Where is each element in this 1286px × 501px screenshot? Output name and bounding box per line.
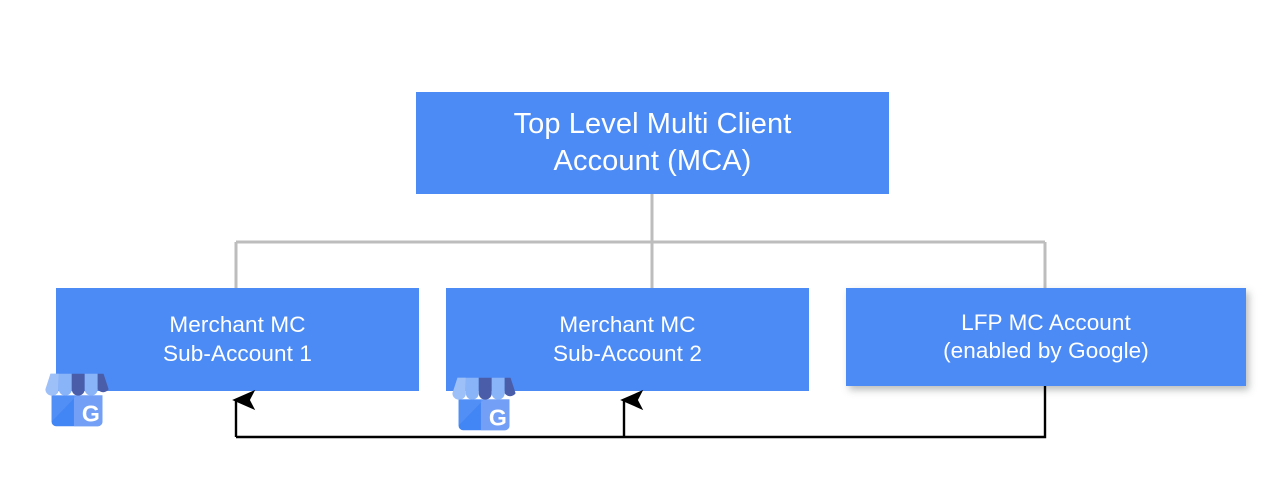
flow-path-lfp-to-bus	[236, 386, 1047, 439]
gbp-storefront-body-diagonal	[51, 395, 77, 422]
node-merchant-mc-sub-account-2[interactable]: Merchant MC Sub-Account 2	[446, 288, 809, 391]
google-business-profile-icon: G	[452, 377, 516, 431]
node-merchant-mc-sub-account-1[interactable]: Merchant MC Sub-Account 1	[56, 288, 419, 391]
gbp-storefront-body-shade	[73, 395, 103, 427]
google-business-profile-icon: G	[45, 373, 109, 427]
node-top-level-mca-label: Top Level Multi Client Account (MCA)	[513, 108, 792, 177]
gbp-awning-stripe-3	[491, 377, 505, 400]
node-merchant-mc-sub-account-2-label: Merchant MC Sub-Account 2	[553, 312, 702, 366]
gbp-letter-g: G	[82, 401, 100, 427]
gbp-awning-stripe-1	[58, 373, 72, 396]
gbp-letter-g: G	[489, 405, 507, 431]
node-top-level-mca[interactable]: Top Level Multi Client Account (MCA)	[416, 92, 889, 194]
gbp-awning-stripe-2	[478, 377, 492, 400]
gbp-awning-stripe-3	[84, 373, 98, 396]
node-merchant-mc-sub-account-1-label: Merchant MC Sub-Account 1	[163, 312, 312, 366]
node-lfp-mc-account[interactable]: LFP MC Account (enabled by Google)	[846, 288, 1246, 386]
gbp-awning-stripe-4	[504, 377, 516, 397]
gbp-awning-stripe-2	[71, 373, 85, 396]
node-lfp-mc-account-label: LFP MC Account (enabled by Google)	[943, 309, 1149, 363]
gbp-awning-stripe-edge	[452, 377, 466, 400]
gbp-awning-stripe-1	[465, 377, 479, 400]
gbp-awning-stripe-edge	[45, 373, 59, 396]
gbp-awning-stripe-4	[97, 373, 109, 393]
